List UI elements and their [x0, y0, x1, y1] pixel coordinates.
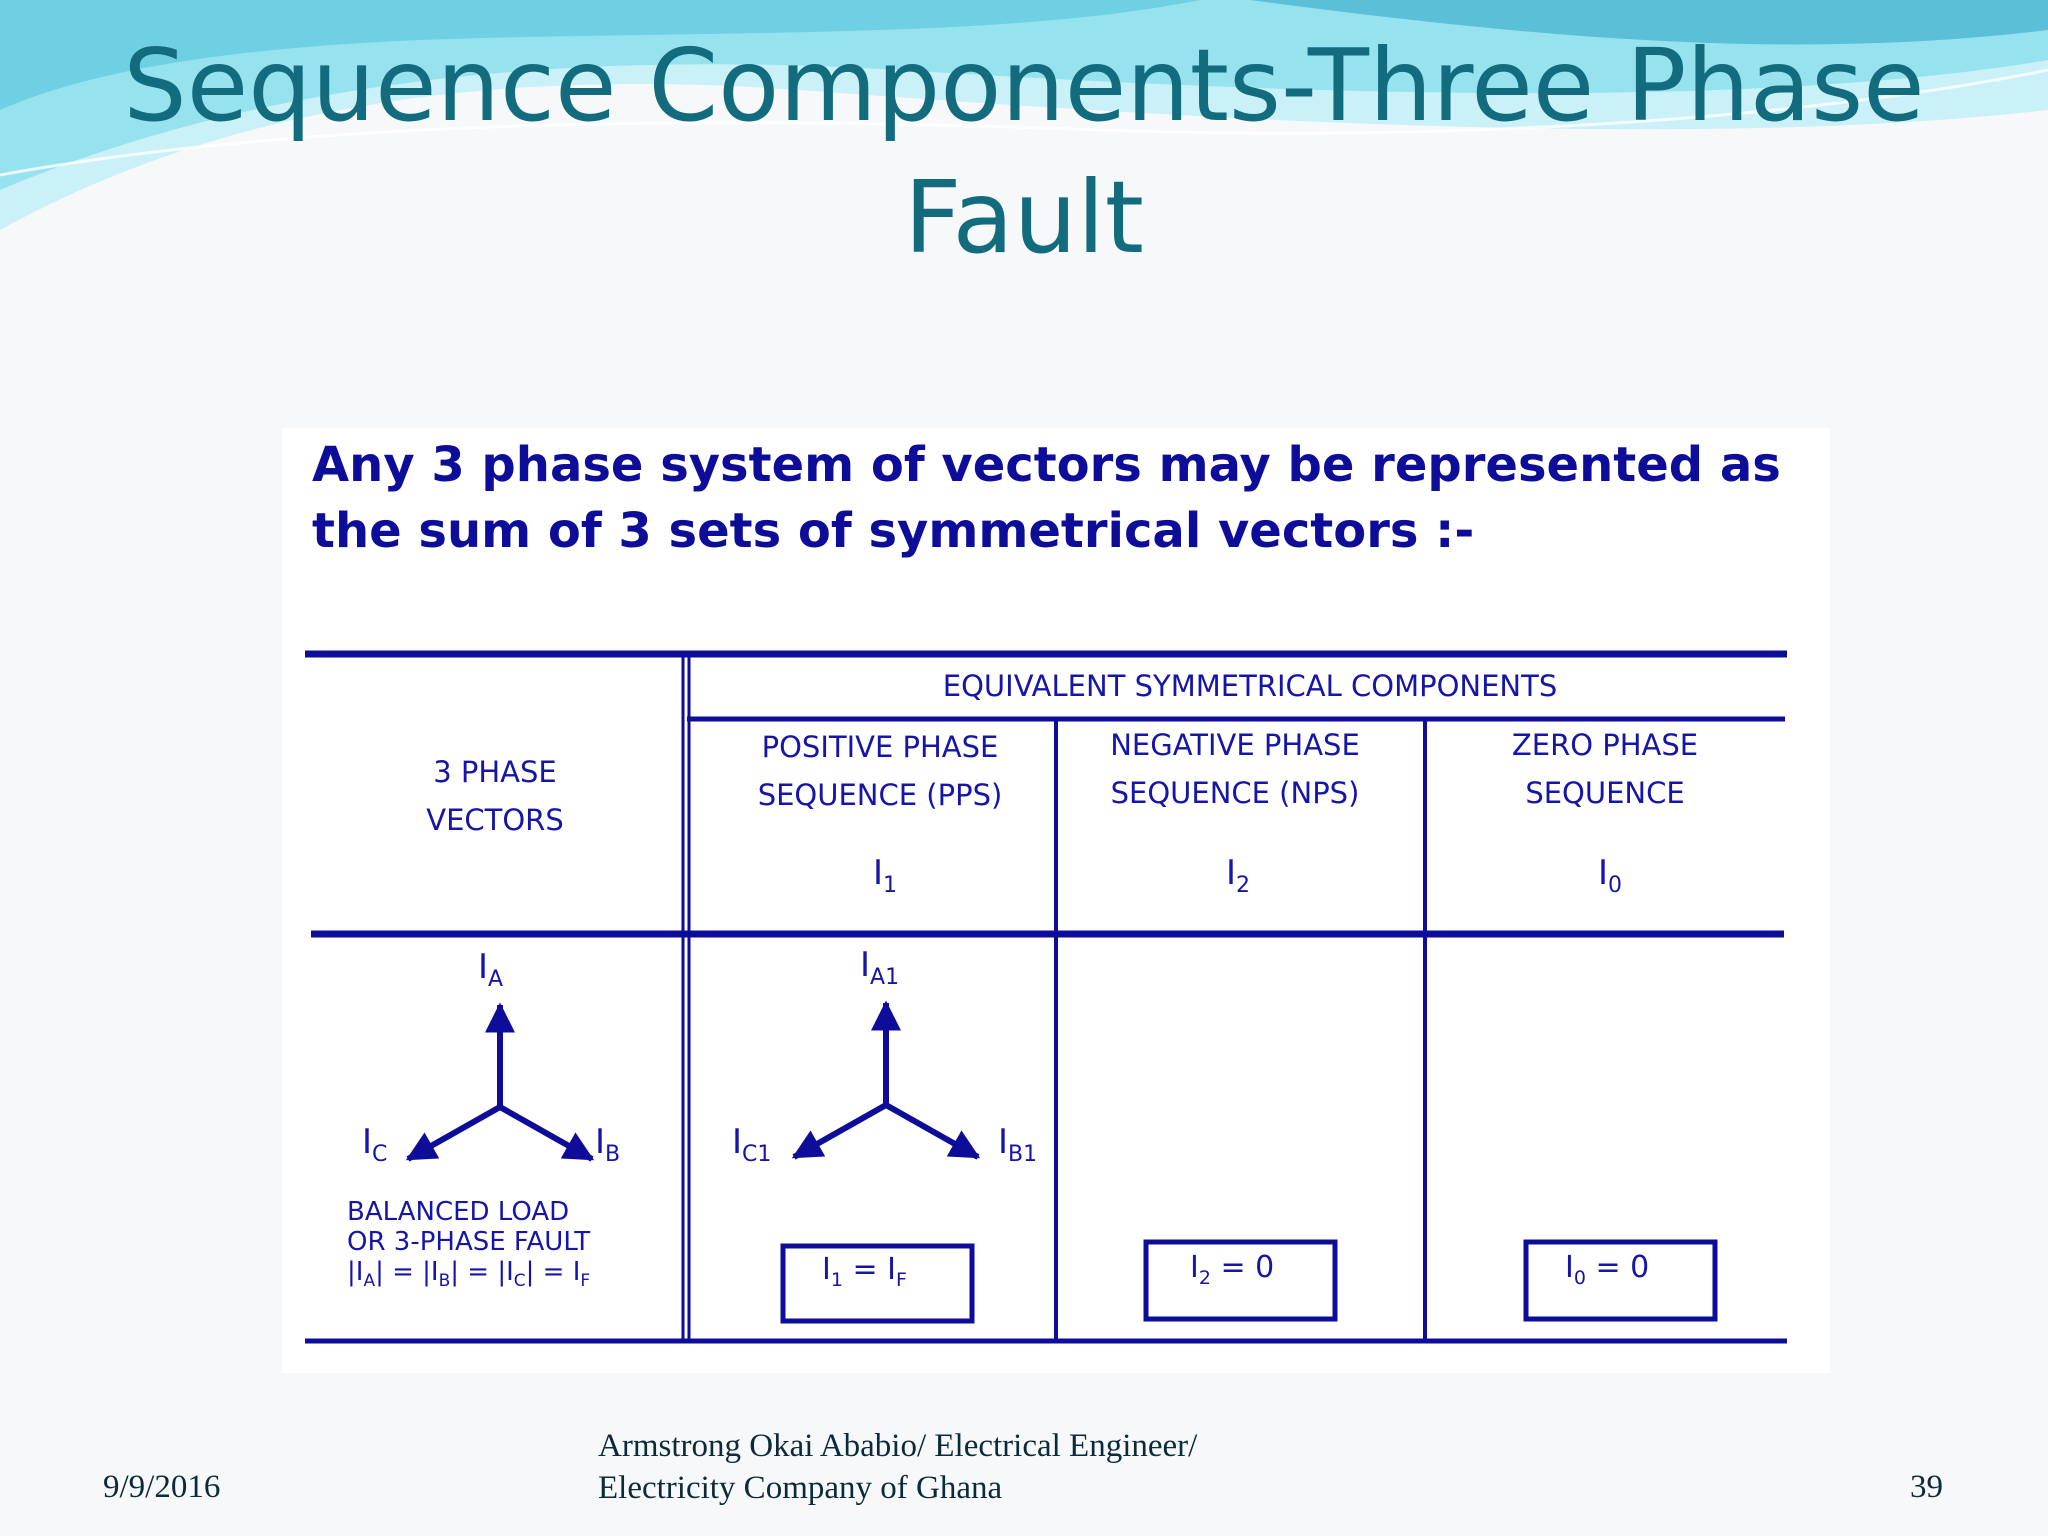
three-phase-vector-diagram: [405, 1002, 595, 1162]
symbol-i0: I0: [1598, 853, 1623, 898]
footer-author-line-1: Armstrong Okai Ababio/ Electrical Engine…: [598, 1428, 1198, 1464]
vector-ib1-arrow: [884, 1102, 981, 1160]
symbol-i1: I1: [873, 853, 898, 898]
box-zps-label: I0 = 0: [1565, 1250, 1650, 1289]
footer-author: Armstrong Okai Ababio/ Electrical Engine…: [598, 1425, 1197, 1509]
footer-page-number: 39: [1910, 1469, 1943, 1505]
col-header-nps: NEGATIVE PHASE SEQUENCE (NPS): [1080, 721, 1390, 817]
col-header-nps-line-1: NEGATIVE PHASE: [1110, 728, 1360, 762]
box-pps-result: [780, 1243, 975, 1324]
col-header-3phase-vectors: 3 PHASE VECTORS: [340, 748, 650, 844]
intro-line-2: the sum of 3 sets of symmetrical vectors…: [312, 503, 1475, 559]
header-equivalent-components: EQUIVALENT SYMMETRICAL COMPONENTS: [942, 669, 1558, 703]
col-header-3phase-line-1: 3 PHASE: [433, 755, 557, 789]
slide-title: Sequence Components-Three Phase Fault: [123, 27, 1925, 276]
note-line-1: BALANCED LOAD: [347, 1197, 570, 1227]
box-pps-label: I1 = IF: [822, 1252, 907, 1291]
col-header-3phase-line-2: VECTORS: [426, 803, 564, 837]
box-zps-result: [1523, 1239, 1718, 1322]
note-line-3: |IA| = |IB| = |IC| = IF: [347, 1257, 591, 1292]
note-line-2: OR 3-PHASE FAULT: [347, 1227, 591, 1257]
footer-author-line-2: Electricity Company of Ghana: [598, 1470, 1003, 1506]
label-ib1: IB1: [998, 1122, 1038, 1167]
col-header-pps-line-2: SEQUENCE (PPS): [757, 778, 1003, 812]
col-header-pps: POSITIVE PHASE SEQUENCE (PPS): [720, 723, 1040, 819]
intro-line-1: Any 3 phase system of vectors may be rep…: [312, 437, 1781, 493]
col-header-pps-line-1: POSITIVE PHASE: [761, 730, 999, 764]
label-ia1: IA1: [860, 945, 900, 990]
balanced-load-note: BALANCED LOAD OR 3-PHASE FAULT |IA| = |I…: [347, 1197, 590, 1296]
symbol-i2: I2: [1226, 853, 1251, 898]
pps-vector-diagram: [791, 1000, 981, 1160]
col-header-nps-line-2: SEQUENCE (NPS): [1110, 776, 1360, 810]
col-header-zps: ZERO PHASE SEQUENCE: [1450, 721, 1760, 817]
vector-ic-arrow: [405, 1104, 502, 1162]
label-ib: IB: [595, 1122, 621, 1167]
col-header-zps-line-1: ZERO PHASE: [1511, 728, 1699, 762]
footer-date: 9/9/2016: [103, 1469, 221, 1505]
col-header-zps-line-2: SEQUENCE: [1525, 776, 1685, 810]
label-ic: IC: [362, 1122, 388, 1167]
box-nps-result: [1143, 1239, 1338, 1322]
intro-text: Any 3 phase system of vectors may be rep…: [312, 432, 1792, 564]
header-wave-decoration: [0, 0, 2048, 230]
label-ia: IA: [478, 947, 504, 992]
vector-ic1-arrow: [791, 1102, 888, 1160]
label-ic1: IC1: [732, 1122, 772, 1167]
box-nps-label: I2 = 0: [1190, 1250, 1275, 1289]
vector-ib-arrow: [498, 1104, 595, 1162]
